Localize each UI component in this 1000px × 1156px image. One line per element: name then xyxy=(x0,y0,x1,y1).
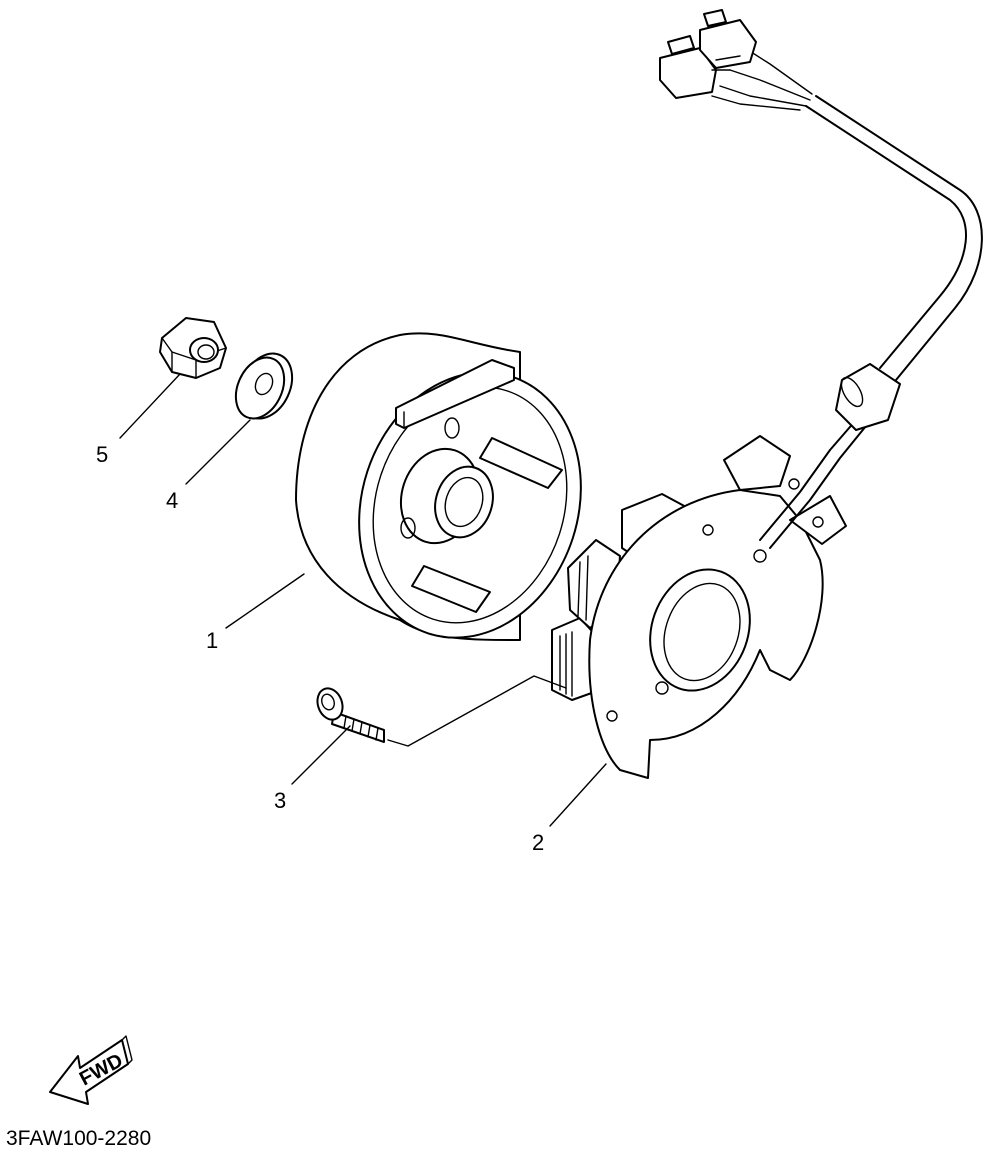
nut-part xyxy=(159,317,227,379)
fwd-arrow-icon: FWD xyxy=(49,1035,133,1105)
diagram-code: 3FAW100-2280 xyxy=(6,1127,152,1150)
callout-3: 3 xyxy=(274,788,286,813)
callout-4: 4 xyxy=(166,488,178,513)
washer-part xyxy=(234,352,294,420)
rotor-part xyxy=(295,332,582,641)
callout-1: 1 xyxy=(206,628,218,653)
wire-harness-part xyxy=(659,9,983,431)
screw-part xyxy=(316,687,385,743)
stator-part xyxy=(551,419,867,779)
leader-lines xyxy=(119,373,607,827)
callout-2: 2 xyxy=(532,830,544,855)
callout-5: 5 xyxy=(96,442,108,467)
